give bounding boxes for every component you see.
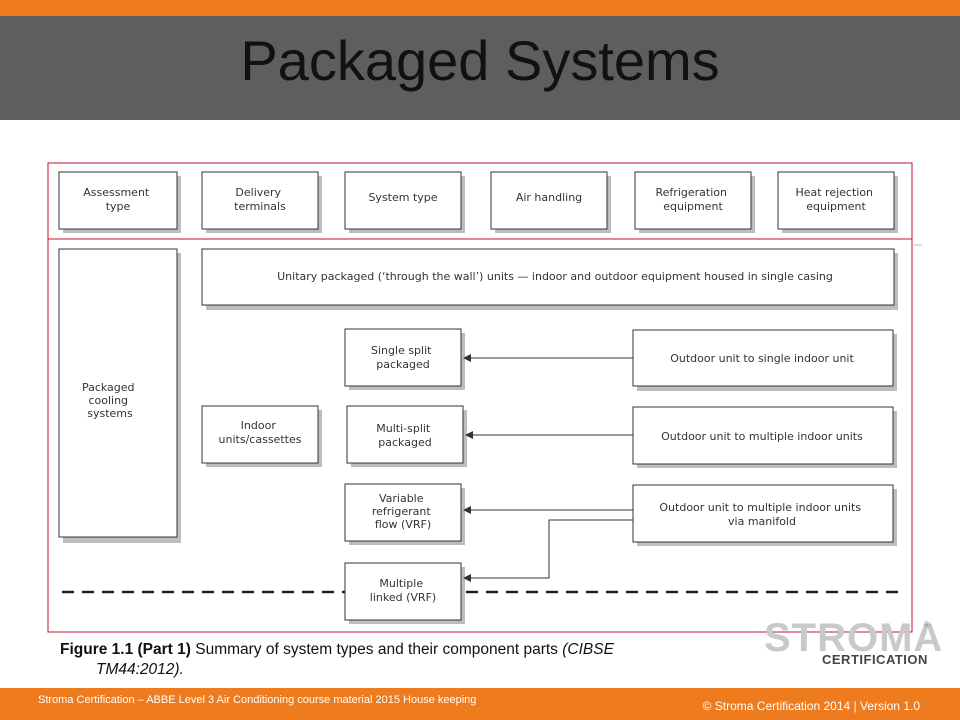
figure-caption: Figure 1.1 (Part 1) Summary of system ty…	[60, 640, 740, 680]
vrf-line-2: refrigerant	[372, 505, 431, 518]
multiple-linked-box: Multiple linked (VRF)	[344, 562, 465, 624]
svg-text:Outdoor unit to single indoor: Outdoor unit to single indoor unit	[670, 352, 854, 365]
header-assessment-line-1: Assessment	[83, 186, 150, 199]
packaged-cooling-line-3: systems	[87, 407, 133, 420]
outdoor-single-line-1: Outdoor unit to single indoor unit	[670, 352, 854, 365]
arrow-multiple-linked	[463, 519, 633, 582]
svg-text:Single split packaged: Single split packaged	[371, 344, 435, 371]
svg-text:Variable refrigerant: Variable refrigerant flow (VRF)	[372, 492, 434, 531]
multi-split-line-1: Multi-split	[376, 422, 431, 435]
header-air-line-1: Air handling	[516, 191, 582, 204]
svg-text:Outdoor unit to multiple indoo: Outdoor unit to multiple indoor units	[661, 430, 863, 443]
outdoor-multiple-line-1: Outdoor unit to multiple indoor units	[661, 430, 863, 443]
svg-text:Refrigeration equipmen: Refrigeration equipment	[656, 186, 731, 213]
header-refrigeration-box: Refrigeration equipment	[634, 171, 755, 233]
logo-subtitle: CERTIFICATION	[822, 652, 928, 667]
header-heat-line-2: equipment	[806, 200, 866, 213]
svg-text:Heat rejection equipme: Heat rejection equipment	[795, 186, 876, 213]
vrf-line-3: flow (VRF)	[375, 518, 431, 531]
indoor-units-box: Indoor units/cassettes	[201, 405, 322, 467]
outdoor-single-box: Outdoor unit to single indoor unit	[632, 329, 897, 391]
single-split-line-2: packaged	[376, 358, 429, 371]
multi-split-line-2: packaged	[378, 436, 431, 449]
unitary-box: Unitary packaged (‘through the wall’) un…	[201, 248, 898, 310]
header-refrigeration-line-2: equipment	[663, 200, 723, 213]
footer-bar: Stroma Certification – ABBE Level 3 Air …	[0, 688, 960, 720]
multiple-linked-line-2: linked (VRF)	[370, 591, 436, 604]
svg-text:Indoor units/cassettes: Indoor units/cassettes	[219, 419, 302, 446]
multiple-linked-line-1: Multiple	[379, 577, 423, 590]
header-heat-line-1: Heat rejection	[795, 186, 873, 199]
svg-text:System type: System type	[368, 191, 437, 204]
svg-text:Multiple linked (VRF): Multiple linked (VRF)	[370, 577, 436, 604]
svg-text:Delivery terminals: Delivery terminals	[234, 186, 286, 213]
svg-text:Unitary packaged (‘through the: Unitary packaged (‘through the wall’) un…	[277, 270, 833, 283]
header-delivery-line-2: terminals	[234, 200, 286, 213]
single-split-line-1: Single split	[371, 344, 432, 357]
outdoor-manifold-line-1: Outdoor unit to multiple indoor units	[659, 501, 861, 514]
packaged-cooling-line-1: Packaged	[82, 381, 135, 394]
footer-right-text: © Stroma Certification 2014 | Version 1.…	[702, 699, 920, 713]
caption-text: Summary of system types and their compon…	[190, 641, 563, 658]
header-refrigeration-line-1: Refrigeration	[656, 186, 727, 199]
header-air-box: Air handling	[490, 171, 611, 233]
indoor-units-line-1: Indoor	[241, 419, 277, 432]
title-band	[0, 16, 960, 120]
svg-text:Packaged cooling: Packaged cooling systems	[82, 381, 138, 420]
header-system-line-1: System type	[368, 191, 437, 204]
header-delivery-line-1: Delivery	[235, 186, 281, 199]
header-heat-box: Heat rejection equipment	[777, 171, 898, 233]
outdoor-manifold-line-2: via manifold	[728, 515, 796, 528]
header-assessment-box: Assessment type	[58, 171, 181, 233]
footer-left-text: Stroma Certification – ABBE Level 3 Air …	[38, 694, 477, 706]
vrf-line-1: Variable	[379, 492, 424, 505]
packaged-cooling-line-2: cooling	[88, 394, 128, 407]
svg-text:Outdoor unit to multiple indoo: Outdoor unit to multiple indoor units vi…	[659, 501, 864, 528]
single-split-box: Single split packaged	[344, 328, 465, 390]
vrf-box: Variable refrigerant flow (VRF)	[344, 483, 465, 545]
stroma-logo: STROMA ® CERTIFICATION	[764, 618, 944, 670]
svg-text:Air handling: Air handling	[516, 191, 582, 204]
slide-title: Packaged Systems	[240, 29, 720, 92]
indoor-units-line-2: units/cassettes	[219, 433, 302, 446]
svg-text:Assessment type: Assessment type	[83, 186, 152, 213]
header-delivery-box: Delivery terminals	[201, 171, 322, 233]
caption-citation-a: (CIBSE	[562, 641, 614, 658]
top-accent-bar	[0, 0, 960, 16]
logo-word: STROMA	[764, 616, 944, 660]
caption-citation-b: TM44:2012).	[96, 661, 184, 678]
caption-label: Figure 1.1 (Part 1)	[60, 641, 191, 658]
packaged-cooling-box: Packaged cooling systems	[58, 248, 181, 543]
outdoor-manifold-box: Outdoor unit to multiple indoor units vi…	[632, 484, 897, 546]
header-system-box: System type	[344, 171, 465, 233]
logo-registered-mark: ®	[924, 620, 930, 629]
header-assessment-line-2: type	[106, 200, 131, 213]
outdoor-multiple-box: Outdoor unit to multiple indoor units	[632, 406, 897, 468]
svg-text:Multi-split packaged: Multi-split packaged	[376, 422, 434, 449]
diagram-frame	[47, 162, 913, 633]
multi-split-box: Multi-split packaged	[346, 405, 467, 467]
unitary-line-1: Unitary packaged (‘through the wall’) un…	[277, 270, 833, 283]
